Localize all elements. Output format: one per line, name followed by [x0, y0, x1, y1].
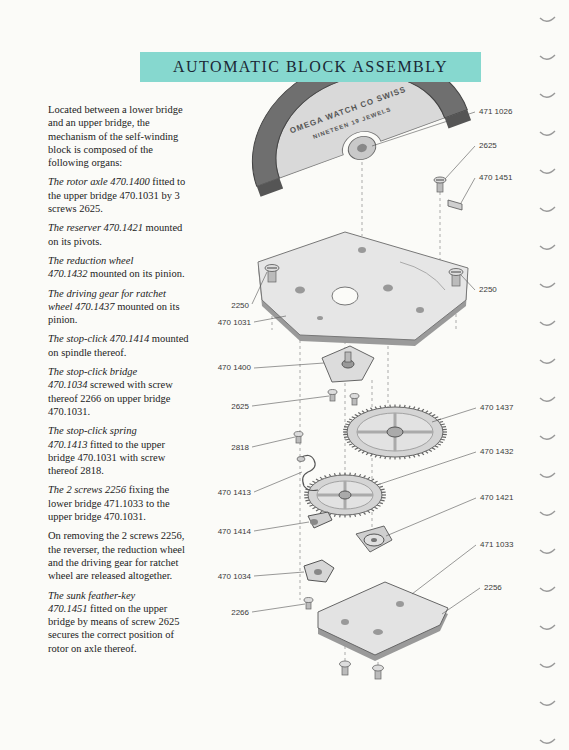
binder-hole — [540, 511, 555, 515]
callout-number: 2625 — [479, 141, 497, 151]
binder-hole — [540, 359, 555, 363]
guide-lines — [272, 150, 456, 666]
screws-2625 — [328, 390, 359, 406]
text-column: Located between a lower bridge and an up… — [48, 103, 190, 661]
body-text: mounted on its pinion. — [90, 268, 185, 279]
title-band: AUTOMATIC BLOCK ASSEMBLY — [140, 52, 481, 82]
binder-hole — [540, 207, 555, 211]
callout-number: 470 1034 — [218, 572, 251, 582]
binder-hole — [540, 549, 555, 553]
rotor-rim — [226, 25, 467, 186]
callout-number: 470 1400 — [218, 363, 251, 373]
stop-click-spring — [294, 432, 318, 491]
binder-hole — [540, 17, 555, 21]
binder-hole — [540, 435, 555, 439]
reverser — [356, 526, 392, 552]
binder-hole — [540, 283, 555, 287]
stop-click — [308, 512, 332, 528]
paragraph: The reduction wheel 470.1432mounted on i… — [48, 254, 190, 281]
callout-number: 470 1437 — [480, 403, 513, 413]
stop-click-bridge — [304, 560, 334, 582]
body-text: On removing the 2 screws 2256, the rever… — [48, 530, 185, 581]
ratchet-driving-gear — [343, 405, 447, 460]
binder-hole — [540, 473, 555, 477]
paragraph: The stop-click 470.1414mounted on spindl… — [48, 332, 190, 359]
callout-number: 2250 — [231, 301, 249, 311]
rotor-rim-edge — [257, 110, 471, 197]
callout-number: 471 1033 — [480, 540, 513, 550]
callout-number: 2250 — [479, 285, 497, 295]
rotor-hub — [345, 133, 379, 164]
feather-key — [448, 200, 462, 210]
callout-number: 470 1414 — [218, 527, 251, 537]
rotor-hub-hole — [356, 143, 368, 154]
binder-hole — [540, 397, 555, 401]
gear-tooth — [304, 494, 308, 495]
binder-hole — [540, 587, 555, 591]
paragraph: On removing the 2 screws 2256, the rever… — [48, 529, 190, 582]
leader-lines — [252, 112, 480, 614]
callout-number: 470 1432 — [480, 447, 513, 457]
lower-bridge — [318, 582, 448, 661]
paragraph: The 2 screws 2256fixing the lower bridge… — [48, 483, 190, 523]
part-name: The stop-click 470.1414 — [48, 333, 149, 344]
paragraph: The stop-click spring 470.1413fitted to … — [48, 424, 190, 477]
binder-hole — [540, 245, 555, 249]
binder-hole — [540, 663, 555, 667]
callout-number: 470 1451 — [479, 173, 512, 183]
screw-2266 — [304, 598, 313, 610]
paragraph: The reserver 470.1421mounted on its pivo… — [48, 221, 190, 248]
rotor-axle — [322, 346, 374, 382]
callout-number: 470 1031 — [218, 318, 251, 328]
page-title: AUTOMATIC BLOCK ASSEMBLY — [173, 58, 448, 76]
binder-hole — [540, 93, 555, 97]
binder-hole — [540, 55, 555, 59]
callout-number: 2625 — [231, 402, 249, 412]
callout-number: 2256 — [484, 583, 502, 593]
callout-number: 471 1026 — [479, 107, 512, 117]
gear-tooth — [443, 434, 447, 435]
binder-hole — [540, 625, 555, 629]
binder-holes — [540, 17, 555, 743]
binder-hole — [540, 701, 555, 705]
binder-hole — [540, 739, 555, 743]
gear-tooth — [382, 494, 386, 495]
binder-hole — [540, 131, 555, 135]
part-name: The rotor axle 470.1400 — [48, 176, 150, 187]
binder-hole — [540, 321, 555, 325]
gear-tooth — [343, 434, 347, 435]
gear-tooth — [443, 429, 447, 430]
paragraph: The driving gear for ratchet wheel 470.1… — [48, 287, 190, 327]
screw-2625 — [434, 177, 446, 192]
callout-number: 2818 — [231, 443, 249, 453]
body-text: Located between a lower bridge and an up… — [48, 104, 183, 168]
part-name: The reserver 470.1421 — [48, 222, 143, 233]
paragraph: The rotor axle 470.1400fitted to the upp… — [48, 175, 190, 215]
paragraph: The sunk feather-key 470.1451fitted on t… — [48, 589, 190, 655]
reduction-wheel — [304, 473, 386, 518]
gear-tooth — [443, 431, 447, 432]
screw-2250 — [265, 265, 463, 287]
upper-bridge — [258, 232, 468, 346]
callout-number: 470 1413 — [218, 488, 251, 498]
part-name: The 2 screws 2256 — [48, 484, 126, 495]
gear-tooth — [343, 431, 347, 432]
paragraph: The stop-click bridge 470.1034screwed wi… — [48, 365, 190, 418]
callout-number: 2266 — [231, 608, 249, 618]
callout-number: 470 1421 — [480, 493, 513, 503]
gear-tooth — [343, 429, 347, 430]
binder-hole — [540, 169, 555, 173]
paragraph: Located between a lower bridge and an up… — [48, 103, 190, 169]
screws-2256 — [340, 661, 384, 679]
